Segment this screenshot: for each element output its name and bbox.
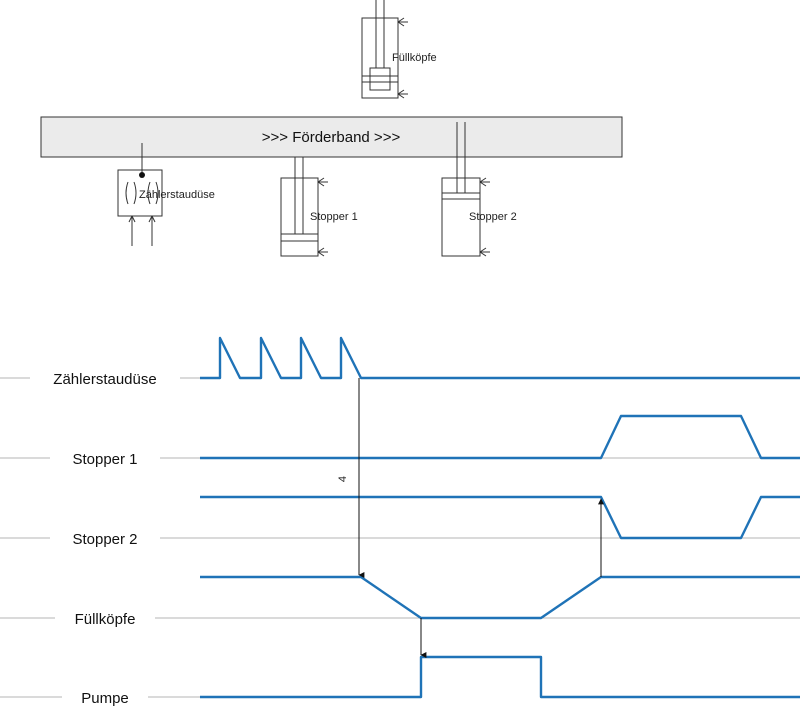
conveyor-band-label: >>> Förderband >>> [262,129,401,146]
fuellkoepfe-cylinder [361,0,408,99]
zaehlerstauduese-signal [200,336,800,380]
stopper1-cylinder [280,157,328,257]
zaehlerstauduese-label: Zählerstaudüse [139,189,215,201]
signal-label-stopper1: Stopper 1 [50,448,160,468]
signal-label-zaehlerstauduese: Zählerstaudüse [30,368,180,388]
fuellkoepfe-signal [200,575,800,620]
stopper2-signal [200,495,800,540]
signal-label-text: Zählerstaudüse [53,371,156,388]
stopper2-label: Stopper 2 [469,211,517,223]
signal-label-text: Füllköpfe [75,611,136,628]
signal-label-text: Stopper 1 [72,451,137,468]
signal-label-text: Stopper 2 [72,531,137,548]
signal-label-text: Pumpe [81,690,129,707]
stopper2-cylinder [441,122,490,257]
signal-label-pumpe: Pumpe [62,687,148,707]
signal-label-stopper2: Stopper 2 [50,528,160,548]
stopper1-signal [200,414,800,460]
zaehlerstauduese-sensor [117,143,163,246]
count-annotation: 4 [337,476,349,482]
conveyor-band [40,116,623,158]
fuellkoepfe-label: Füllköpfe [392,52,437,64]
signal-label-fuellkoepfe: Füllköpfe [55,608,155,628]
stopper1-label: Stopper 1 [310,211,358,223]
pumpe-signal [200,655,800,699]
